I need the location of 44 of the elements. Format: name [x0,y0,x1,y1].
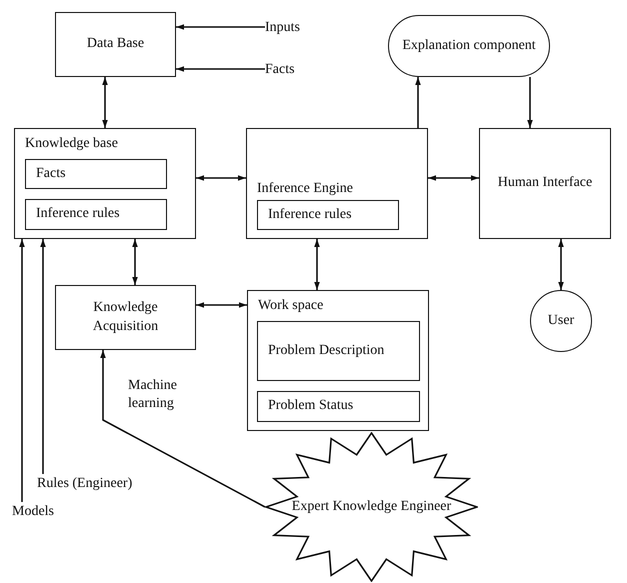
input-label: Rules (Engineer) [37,474,132,493]
arrow [19,239,25,502]
process-box [257,391,420,422]
process-box [247,290,429,431]
arrow [102,77,108,128]
arrow [196,175,246,181]
arrow [100,350,266,508]
arrow [176,66,265,72]
node-label: Explanation component [402,36,536,55]
arrow [196,302,247,308]
node-label: Expert Knowledge Engineer [292,498,452,516]
process-box [25,159,167,189]
process-box [257,321,420,381]
process-box [25,199,167,230]
process-box [257,200,399,230]
process-box [479,128,611,239]
node-label: Knowledge base [25,135,118,153]
arrow [314,239,320,290]
node-label: Human Interface [498,174,592,192]
node-label: User [548,312,574,330]
process-box [55,12,176,77]
arrow [428,175,479,181]
node-label: Knowledge Acquisition [92,299,160,336]
node-label: Data Base [86,35,144,54]
node-label: Problem Description [268,342,384,360]
node-label: Work space [258,297,324,315]
input-label: Models [12,502,54,521]
arrow [132,239,138,285]
process-box [55,285,196,350]
arrow [527,77,533,128]
arrow [558,239,564,290]
node-label: Inference rules [36,205,120,224]
input-label: Facts [265,60,295,79]
arrow [176,24,265,30]
node-label: Inference Engine [257,180,353,198]
node-label: Facts [36,164,66,183]
input-label: Inputs [265,18,300,37]
starburst-shape [265,432,478,582]
process-box [14,128,196,239]
arrow [40,239,46,474]
node-label: Inference rules [268,206,352,224]
process-box [246,128,428,239]
node-label: Problem Status [268,397,354,416]
arrow [415,77,421,128]
